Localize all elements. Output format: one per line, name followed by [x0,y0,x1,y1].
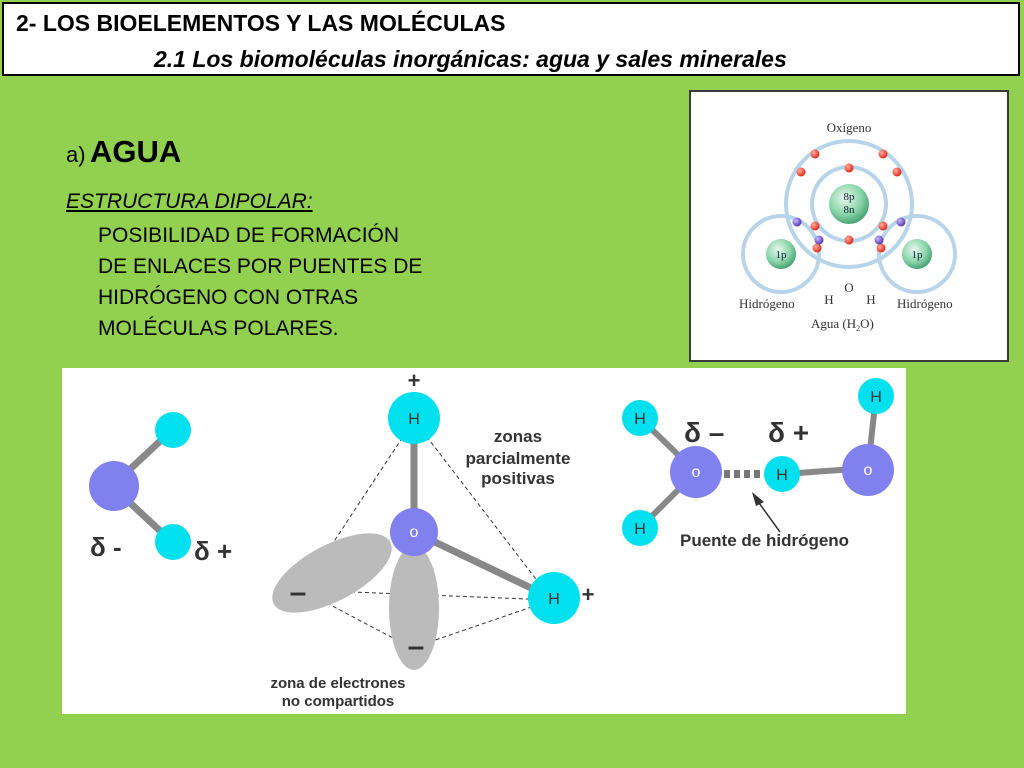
hydrogen-left-protons: 1p [776,249,788,261]
hydrogen-atom [528,572,580,624]
tetra-edge [411,599,553,649]
oxygen-atom [842,444,894,496]
oxygen-label: o [864,462,873,479]
electron [812,243,822,253]
hydrogen-atom [764,456,800,492]
delta-plus-label: δ + [194,536,232,566]
hydrogen-atom [622,400,658,436]
hydrogen-left-orbit [741,214,821,294]
tetrahedral-water-model: H o H + + – – zonas parcialmente positiv… [270,368,595,710]
electron [810,149,820,159]
electron [878,149,888,159]
lone-pair-lobe [272,533,392,613]
hydrogen-bond-diagram: H H o H H o δ – δ + Puente de hidrógeno [622,378,894,550]
hydrogen-label: H [870,389,882,406]
hydrogen-atom [388,392,440,444]
oxygen-label: o [410,524,419,541]
delta-plus-label: δ + [768,417,809,448]
formula-o: O [844,280,853,295]
hydrogen-right-orbit [877,214,957,294]
hydrogen-atom [858,378,894,414]
hydrogen-right-protons: 1p [912,249,924,261]
hydrogen-atom [155,524,191,560]
electron [876,243,886,253]
oxygen-nucleus [829,184,869,224]
dipolar-line: DE ENLACES POR PUENTES DE [98,255,423,278]
lone-pair-lobe [389,546,439,670]
electron [814,235,824,245]
electron [792,217,802,227]
dipolar-heading: ESTRUCTURA DIPOLAR: [66,190,313,213]
slide-title: 2- LOS BIOELEMENTOS Y LAS MOLÉCULAS [16,10,506,36]
oxygen-label: o [692,464,701,481]
dipole-diagram-svg: δ - δ + H o H + + – – zonas parcialmente [89,368,894,710]
dipolar-line: HIDRÓGENO CON OTRAS [98,286,359,309]
zona-electrones-label: no compartidos [282,693,395,710]
oxygen-label: Oxígeno [827,120,872,135]
hydrogen-label: H [408,411,420,428]
delta-minus-label: δ – [684,417,724,448]
electron [844,163,854,173]
formula-h-right: H [866,292,875,307]
oxygen-atom [89,461,139,511]
oxygen-atom [390,508,438,556]
section-title: AGUA [90,134,182,169]
bond [412,528,554,602]
delta-minus-label: δ - [90,532,122,562]
electron [896,217,906,227]
electron [810,221,820,231]
section-heading: a) AGUA [66,134,181,170]
arrow-head [752,492,764,506]
oxygen-protons: 8p [844,191,856,203]
zonas-label: zonas [494,427,542,446]
plus-sign: + [408,368,421,393]
water-atom-svg: Oxígeno 8p 8n 1p 1p O H H Hidrógeno [739,120,957,333]
hydrogen-atom [622,510,658,546]
hydrogen-left-label: Hidrógeno [739,296,795,311]
hydrogen-label: H [548,591,560,608]
hydrogen-label: H [634,521,646,538]
formula-h-left: H [824,292,833,307]
tetra-edge [413,419,553,601]
electron [892,167,902,177]
hydrogen-label: H [776,467,788,484]
zona-electrones-label: zona de electrones [270,675,405,692]
water-atom-model: Oxígeno 8p 8n 1p 1p O H H Hidrógeno [689,90,1009,362]
dipolar-line: POSIBILIDAD DE FORMACIÓN [98,224,400,247]
hydrogen-right-nucleus [902,239,932,269]
slide-subtitle: 2.1 Los biomoléculas inorgánicas: agua y… [154,46,787,72]
slide-header: 2- LOS BIOELEMENTOS Y LAS MOLÉCULAS 2.1 … [2,2,1020,76]
oxygen-atom [670,446,722,498]
hydrogen-right-label: Hidrógeno [897,296,953,311]
hydrogen-left-nucleus [766,239,796,269]
plus-sign: + [582,582,595,607]
electron [844,235,854,245]
electron [796,167,806,177]
minus-sign: – [290,576,307,609]
water-formula-label: Agua (H2O) [811,316,874,333]
puente-label: Puente de hidrógeno [680,531,849,550]
hydrogen-atom [155,412,191,448]
oxygen-neutrons: 8n [844,204,856,216]
dipolar-text: POSIBILIDAD DE FORMACIÓN DE ENLACES POR … [98,220,422,344]
zonas-label: positivas [481,469,555,488]
electron [874,235,884,245]
dipole-diagram-panel: δ - δ + H o H + + – – zonas parcialmente [62,368,906,714]
electron [878,221,888,231]
dipolar-line: MOLÉCULAS POLARES. [98,317,339,340]
minus-sign: – [408,630,425,663]
oxygen-outer-orbit [784,139,914,269]
zonas-label: parcialmente [466,449,571,468]
hydrogen-label: H [634,411,646,428]
section-prefix: a) [66,142,86,167]
simple-water-molecule: δ - δ + [89,412,232,566]
